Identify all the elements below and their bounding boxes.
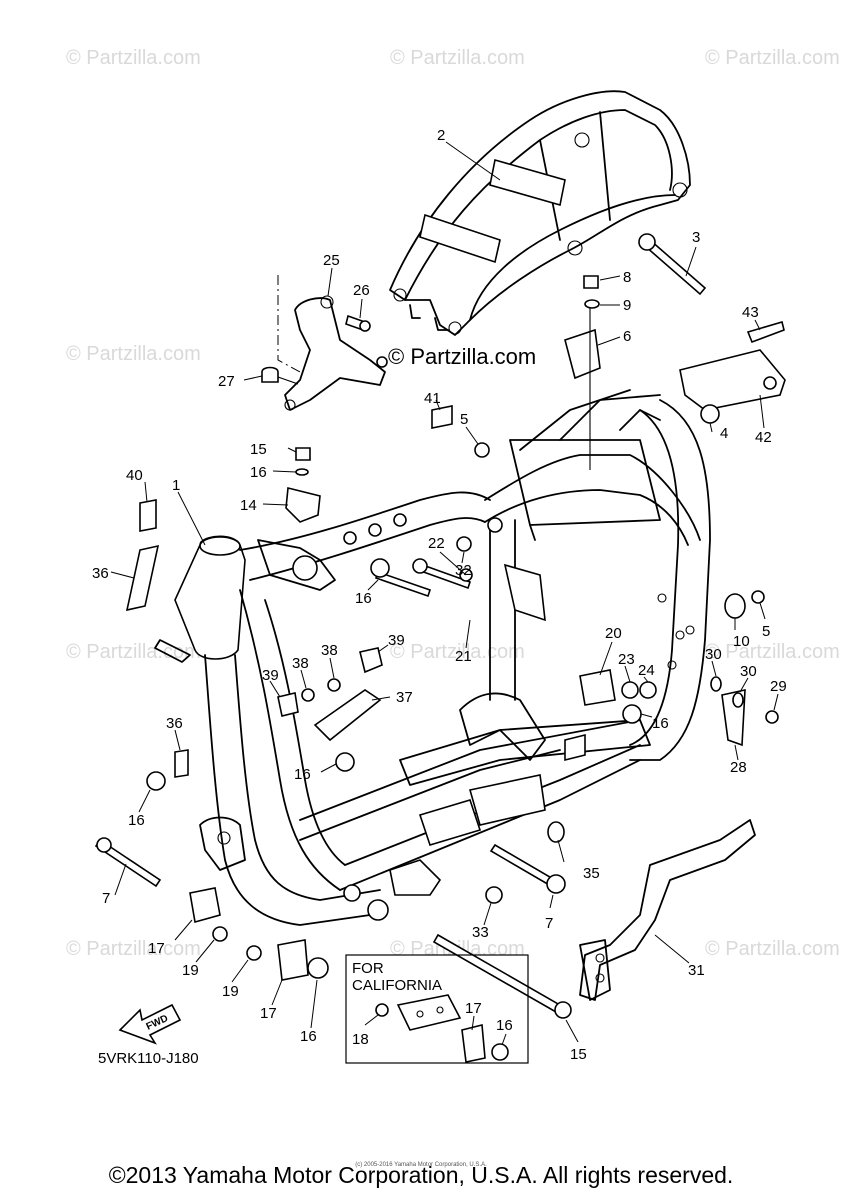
watermark: © Partzilla.com: [390, 641, 525, 663]
callout-11: 14: [240, 497, 257, 514]
callout-42: 42: [755, 429, 772, 446]
callout-43: 43: [742, 304, 759, 321]
callout-5-top: 5: [460, 411, 468, 428]
rear-fender-stay: [389, 90, 691, 336]
callout-25: 25: [323, 252, 340, 269]
watermark: © Partzilla.com: [705, 641, 840, 663]
callout-7-left: 7: [102, 890, 110, 907]
callout-33: 33: [472, 924, 489, 941]
callout-17-inset: 17: [465, 1000, 482, 1017]
callout-14: 16: [355, 590, 372, 607]
callout-15: 15: [570, 1046, 587, 1063]
callout-13: 16: [250, 464, 267, 481]
california-title-line1: FOR: [352, 960, 384, 977]
callout-22: 22: [428, 535, 445, 552]
callout-20: 20: [605, 625, 622, 642]
callout-19-left: 19: [182, 962, 199, 979]
callout-8: 8: [623, 269, 631, 286]
callout-16-inset: 16: [496, 1017, 513, 1034]
callout-labels: 2 3 25 26 27 8 9 6 43 42 4 41 5 15 16 14…: [92, 127, 787, 1063]
callout-27: 27: [218, 373, 235, 390]
watermark: © Partzilla.com: [66, 47, 201, 69]
callout-24: 24: [638, 662, 655, 679]
small-copyright: (c) 2005-2016 Yamaha Motor Corporation, …: [355, 1162, 487, 1168]
callout-41: 41: [424, 390, 441, 407]
callout-30-b: 30: [740, 663, 757, 680]
callout-36: 36: [166, 715, 183, 732]
callout-19-center: 19: [222, 983, 239, 1000]
callout-32: 31: [688, 962, 705, 979]
callout-26: 26: [353, 282, 370, 299]
watermark: © Partzilla.com: [705, 938, 840, 960]
callout-29: 29: [770, 678, 787, 695]
small-parts: [125, 275, 786, 981]
callout-16-left: 16: [128, 812, 145, 829]
callout-17-center: 17: [260, 1005, 277, 1022]
callout-34: 36: [92, 565, 109, 582]
callout-16-right: 16: [652, 715, 669, 732]
callout-23: 23: [618, 651, 635, 668]
footer-copyright: ©2013 Yamaha Motor Corporation, U.S.A. A…: [108, 1162, 734, 1188]
callout-16-bottom: 16: [300, 1028, 317, 1045]
callout-31: 32: [455, 562, 472, 579]
leader-lines: [110, 141, 779, 1043]
callout-37: 37: [396, 689, 413, 706]
bracket-32: [579, 819, 756, 1001]
callout-10: 10: [733, 633, 750, 650]
callout-4: 4: [720, 425, 728, 442]
callout-39-left: 39: [262, 667, 279, 684]
diagram-code: 5VRK110-J180: [98, 1050, 199, 1067]
watermark: © Partzilla.com: [66, 938, 201, 960]
callout-35: 35: [583, 865, 600, 882]
watermark: © Partzilla.com: [705, 47, 840, 69]
callout-38-right: 38: [321, 642, 338, 659]
callout-2: 2: [437, 127, 445, 144]
callout-28: 28: [730, 759, 747, 776]
callout-39-right: 39: [388, 632, 405, 649]
bracket-25: [261, 275, 388, 411]
callout-16-center: 16: [294, 766, 311, 783]
callout-30-a: 30: [705, 646, 722, 663]
callout-7-right: 7: [545, 915, 553, 932]
callout-6: 6: [623, 328, 631, 345]
callout-12: 15: [250, 441, 267, 458]
watermark-center: © Partzilla.com: [388, 344, 536, 369]
callout-17-left: 17: [148, 940, 165, 957]
watermark: © Partzilla.com: [390, 47, 525, 69]
fwd-arrow-icon: FWD: [118, 1003, 182, 1045]
callout-38-left: 38: [292, 655, 309, 672]
bolts: [94, 233, 707, 1019]
california-inset: FOR CALIFORNIA: [345, 954, 529, 1064]
watermark: © Partzilla.com: [66, 343, 201, 365]
watermark: © Partzilla.com: [66, 641, 201, 663]
callout-3: 3: [692, 229, 700, 246]
california-title-line2: CALIFORNIA: [352, 977, 442, 994]
callout-21: 21: [455, 648, 472, 665]
callout-9: 9: [623, 297, 631, 314]
callout-1: 1: [172, 477, 180, 494]
callout-18: 18: [352, 1031, 369, 1048]
callout-40: 40: [126, 467, 143, 484]
callout-5-right: 5: [762, 623, 770, 640]
main-frame: [154, 389, 711, 926]
